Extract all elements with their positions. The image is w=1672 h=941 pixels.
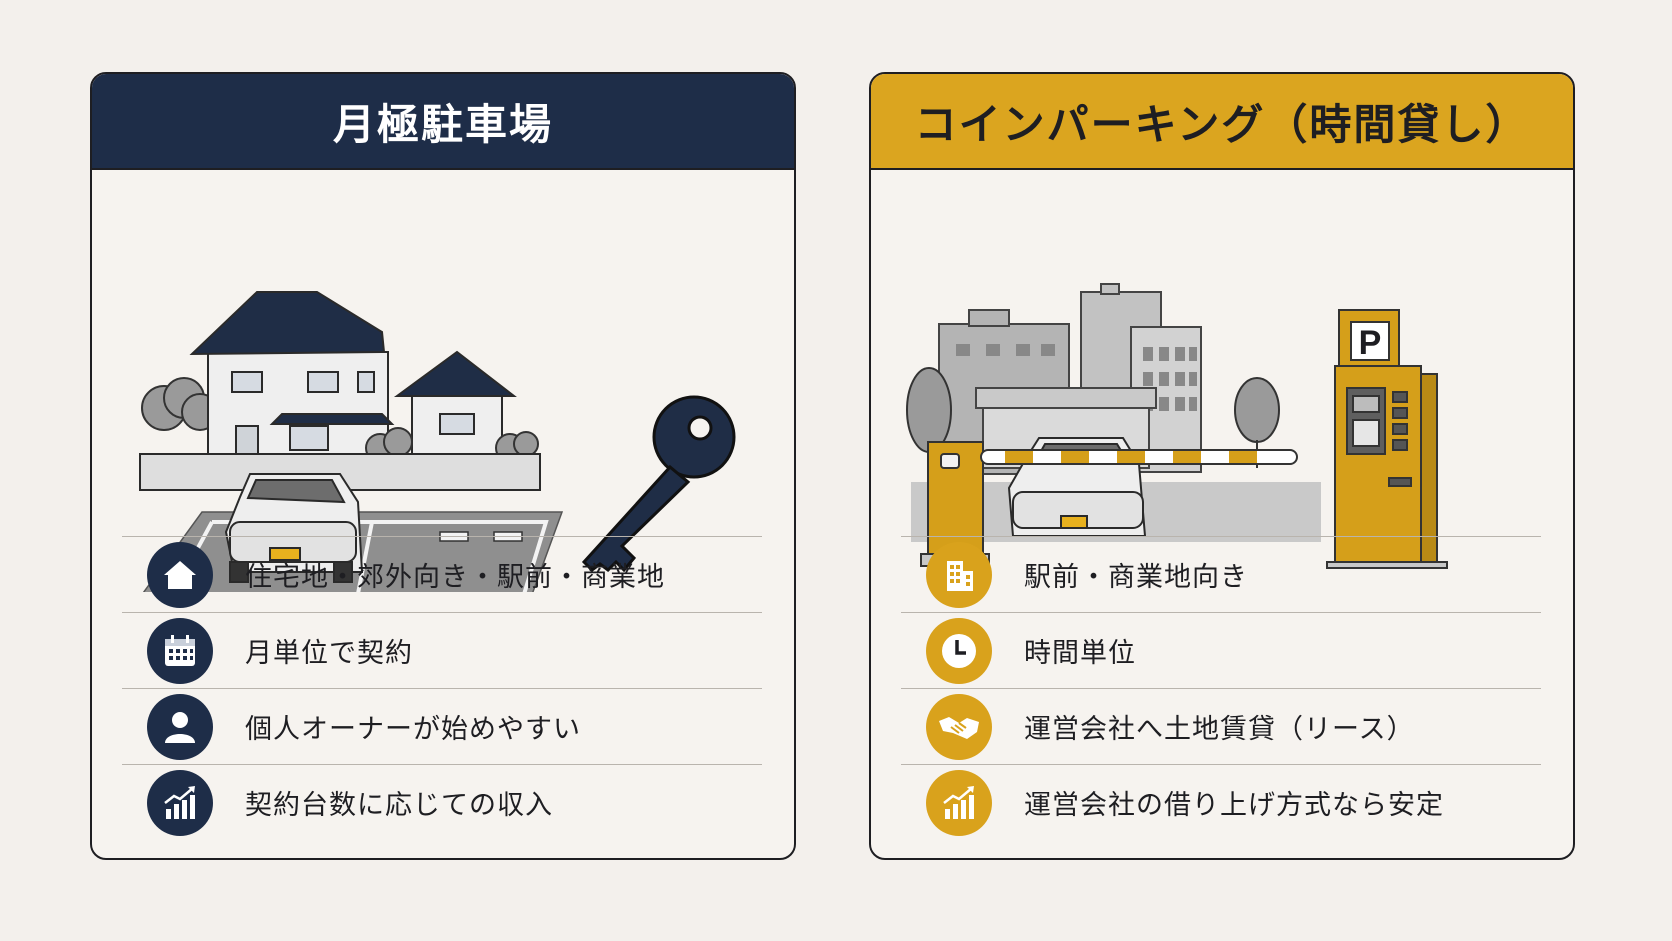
- feature-text: 運営会社へ土地賃貸（リース）: [1024, 714, 1415, 745]
- key-illustration: [581, 395, 736, 573]
- list-item: 月単位で契約: [122, 612, 762, 688]
- growth-chart-icon: [147, 769, 213, 836]
- person-icon: [147, 693, 213, 760]
- feature-text: 運営会社の借り上げ方式なら安定: [1024, 790, 1444, 821]
- tree: [141, 377, 219, 431]
- coin-parking-illustration: P: [906, 283, 1448, 569]
- feature-text: 個人オーナーが始めやすい: [245, 714, 581, 745]
- car: [224, 473, 364, 583]
- list-item: 個人オーナーが始めやすい: [122, 688, 762, 764]
- feature-text: 時間単位: [1024, 638, 1136, 669]
- gate-boom: [980, 449, 1298, 465]
- feature-text: 住宅地・郊外向き・駅前・商業地: [245, 562, 665, 593]
- card-title: コインパーキング（時間貸し）: [871, 74, 1573, 170]
- house-small: [393, 350, 517, 463]
- parking-sign-letter: P: [1359, 324, 1382, 362]
- feature-text: 契約台数に応じての収入: [245, 790, 553, 821]
- payment-machine: P: [1326, 309, 1448, 569]
- building-icon: [926, 541, 992, 608]
- feature-text: 駅前・商業地向き: [1024, 562, 1248, 593]
- list-item: 運営会社へ土地賃貸（リース）: [901, 688, 1541, 764]
- growth-chart-icon: [926, 769, 992, 836]
- calendar-icon: [147, 617, 213, 684]
- clock-icon: [926, 617, 992, 684]
- feature-list: 駅前・商業地向き 時間単位 運営会社へ土地賃貸（リース）: [901, 536, 1541, 840]
- monthly-parking-illustration: [139, 291, 736, 592]
- house-icon: [147, 541, 213, 608]
- monthly-parking-card: 月極駐車場: [90, 72, 796, 860]
- feature-list: 住宅地・郊外向き・駅前・商業地 月単位で契約 個人オーナーが始め: [122, 536, 762, 840]
- list-item: 駅前・商業地向き: [901, 536, 1541, 612]
- coin-parking-card: コインパーキング（時間貸し）: [869, 72, 1575, 860]
- feature-text: 月単位で契約: [245, 638, 413, 669]
- house-large: [189, 291, 395, 463]
- handshake-icon: [926, 693, 992, 760]
- list-item: 契約台数に応じての収入: [122, 764, 762, 840]
- card-title: 月極駐車場: [92, 74, 794, 170]
- list-item: 運営会社の借り上げ方式なら安定: [901, 764, 1541, 840]
- list-item: 住宅地・郊外向き・駅前・商業地: [122, 536, 762, 612]
- list-item: 時間単位: [901, 612, 1541, 688]
